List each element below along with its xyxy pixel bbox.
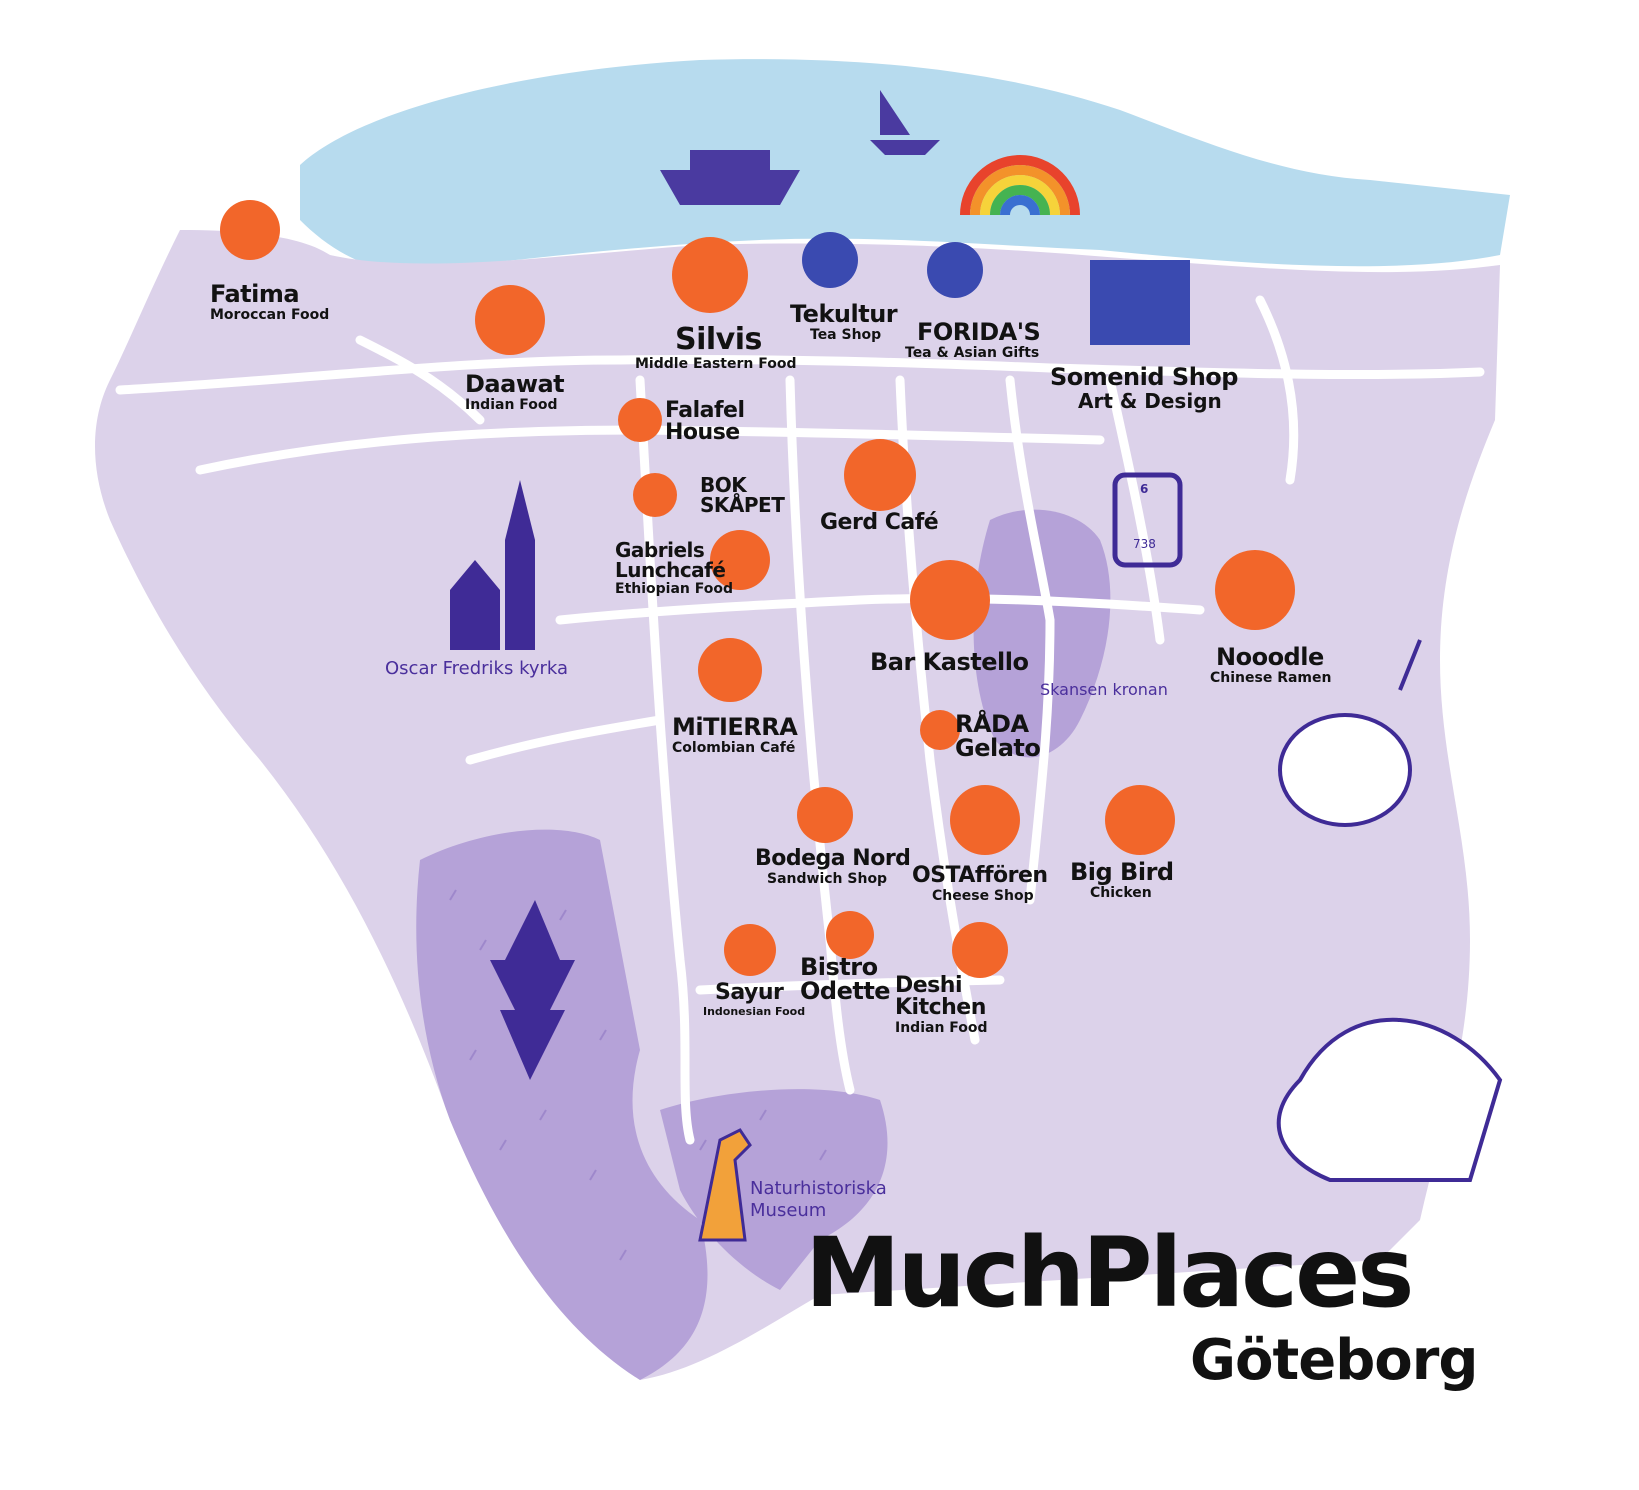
place-sub: Indian Food <box>895 1020 988 1036</box>
place-name: Deshi Kitchen <box>895 973 986 1020</box>
food-icon-markers <box>220 200 1295 978</box>
landmark-skansen-kronan[interactable]: Skansen kronan <box>1040 680 1168 699</box>
place-name: Somenid Shop <box>1050 363 1238 391</box>
church-icon <box>450 480 535 650</box>
place-sayur[interactable]: Sayur Indonesian Food <box>703 980 806 1018</box>
park-area-skansen <box>973 509 1111 758</box>
place-sub: Sandwich Shop <box>767 871 888 887</box>
place-name: Falafel House <box>665 398 745 445</box>
place-tekultur[interactable]: Tekultur Tea Shop <box>790 300 898 343</box>
place-name: Bistro Odette <box>800 953 891 1005</box>
place-daawat[interactable]: Daawat Indian Food <box>465 370 565 413</box>
trees-icon <box>490 900 575 1080</box>
place-name: OSTAffören <box>912 863 1048 888</box>
place-bar-kastello[interactable]: Bar Kastello <box>870 648 1029 676</box>
place-sub: Chinese Ramen <box>1210 670 1332 686</box>
place-bokskapet[interactable]: BOK SKÅPET <box>700 473 785 517</box>
tram-car-number: 738 <box>1133 537 1156 551</box>
place-sub: Middle Eastern Food <box>635 356 797 372</box>
tram-icon <box>1112 472 1183 568</box>
place-name: FORIDA'S <box>917 318 1041 346</box>
place-nooodle[interactable]: Nooodle Chinese Ramen <box>1210 645 1331 685</box>
place-mitierra[interactable]: MiTIERRA Colombian Café <box>672 713 798 756</box>
unicorn-girl-icon <box>1276 639 1503 1182</box>
place-silvis[interactable]: Silvis Middle Eastern Food <box>635 322 797 372</box>
place-ostafforen[interactable]: OSTAffören Cheese Shop <box>912 863 1048 904</box>
place-sub: Moroccan Food <box>210 307 330 323</box>
place-name: Silvis <box>675 322 762 357</box>
map-title: MuchPlaces <box>805 1217 1414 1329</box>
place-bodega-nord[interactable]: Bodega Nord Sandwich Shop <box>755 846 911 887</box>
place-name: Gerd Café <box>820 510 939 535</box>
place-sub: Tea & Asian Gifts <box>905 345 1040 361</box>
place-bistro-odette[interactable]: Bistro Odette <box>800 953 891 1005</box>
park-area-west <box>416 829 708 1380</box>
place-fatima[interactable]: Fatima Moroccan Food <box>210 282 329 322</box>
place-falafel-house[interactable]: Falafel House <box>665 400 760 444</box>
landmark-oscar-fredriks-kyrka[interactable]: Oscar Fredriks kyrka <box>385 658 569 679</box>
landmark-naturhistoriska-museum[interactable]: Naturhistoriska Museum <box>750 1178 887 1221</box>
place-sub: Cheese Shop <box>932 888 1034 904</box>
place-gerd-cafe[interactable]: Gerd Café <box>820 510 939 535</box>
place-name: RÅDA Gelato <box>955 710 1041 762</box>
place-foridas[interactable]: FORIDA'S Tea & Asian Gifts <box>905 318 1041 361</box>
place-somenid-shop[interactable]: Somenid Shop Art & Design <box>1050 365 1238 411</box>
place-sub: Indian Food <box>465 397 558 413</box>
place-name: Daawat <box>465 370 565 398</box>
place-sub: Indonesian Food <box>703 1005 806 1018</box>
place-name: Gabriels Lunchcafé <box>615 538 726 582</box>
place-name: MiTIERRA <box>672 713 798 741</box>
place-sub: Art & Design <box>1078 389 1222 413</box>
giraffe-icon <box>698 1128 752 1242</box>
tram-line-number: 6 <box>1140 482 1149 496</box>
place-deshi-kitchen[interactable]: Deshi Kitchen Indian Food <box>895 973 990 1036</box>
place-sub: Ethiopian Food <box>615 581 734 597</box>
place-name: BOK SKÅPET <box>700 473 785 517</box>
ship-icon <box>660 150 800 205</box>
place-name: Sayur <box>715 980 784 1005</box>
place-gabriels-lunchcafe[interactable]: Gabriels Lunchcafé Ethiopian Food <box>615 538 734 597</box>
rainbow-icon <box>960 155 1080 216</box>
place-sub: Tea Shop <box>810 327 882 343</box>
place-sub: Chicken <box>1090 885 1152 901</box>
place-big-bird[interactable]: Big Bird Chicken <box>1070 860 1174 900</box>
place-rada-gelato[interactable]: RÅDA Gelato <box>955 712 1045 760</box>
place-name: Nooodle <box>1216 643 1324 671</box>
place-name: Bar Kastello <box>870 648 1029 676</box>
place-name: Fatima <box>210 280 300 308</box>
place-name: Tekultur <box>790 300 898 328</box>
map-city: Göteborg <box>1190 1328 1478 1393</box>
place-name: Big Bird <box>1070 858 1174 886</box>
place-sub: Colombian Café <box>672 740 796 756</box>
place-name: Bodega Nord <box>755 846 911 871</box>
sailboat-icon <box>870 90 940 155</box>
river-water <box>300 59 1510 271</box>
